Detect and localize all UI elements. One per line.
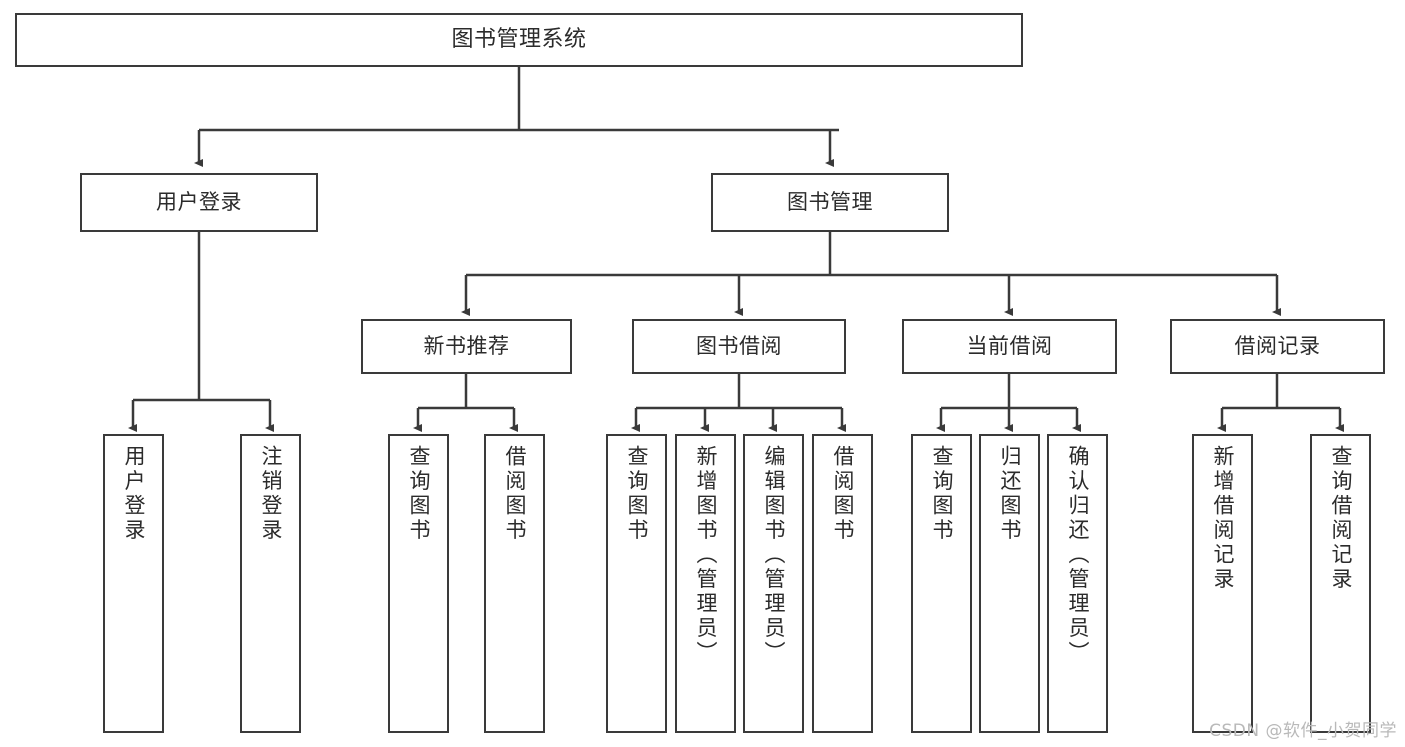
leaf-edit-book-admin[interactable]: 编辑图书（管理员） [743, 434, 804, 733]
node-label: 编辑图书（管理员） [762, 445, 786, 666]
node-new-book-recommend[interactable]: 新书推荐 [361, 319, 572, 374]
node-label: 借阅记录 [1234, 334, 1321, 359]
node-label: 用户登录 [156, 190, 242, 215]
leaf-confirm-return-admin[interactable]: 确认归还（管理员） [1047, 434, 1108, 733]
node-label: 查询图书 [625, 445, 649, 543]
watermark: CSDN @软件_小贺同学 [1209, 721, 1397, 741]
node-label: 图书管理系统 [451, 27, 587, 53]
node-label: 查询图书 [407, 445, 431, 543]
node-root-system[interactable]: 图书管理系统 [15, 13, 1023, 67]
node-label: 借阅图书 [503, 445, 527, 543]
leaf-user-login[interactable]: 用户登录 [103, 434, 164, 733]
node-current-borrow[interactable]: 当前借阅 [902, 319, 1117, 374]
leaf-borrow-book-recommend[interactable]: 借阅图书 [484, 434, 545, 733]
node-book-borrow[interactable]: 图书借阅 [632, 319, 846, 374]
node-label: 新增借阅记录 [1211, 445, 1235, 592]
node-label: 新书推荐 [423, 334, 510, 359]
node-label: 确认归还（管理员） [1066, 445, 1090, 666]
leaf-query-book-current[interactable]: 查询图书 [911, 434, 972, 733]
node-label: 归还图书 [998, 445, 1022, 543]
node-label: 新增图书（管理员） [694, 445, 718, 666]
leaf-logout[interactable]: 注销登录 [240, 434, 301, 733]
leaf-query-book-borrow[interactable]: 查询图书 [606, 434, 667, 733]
node-label: 查询借阅记录 [1329, 445, 1353, 592]
node-borrow-record[interactable]: 借阅记录 [1170, 319, 1385, 374]
node-label: 当前借阅 [966, 334, 1053, 359]
node-label: 注销登录 [259, 445, 283, 543]
leaf-query-borrow-record[interactable]: 查询借阅记录 [1310, 434, 1371, 733]
leaf-return-book[interactable]: 归还图书 [979, 434, 1040, 733]
node-label: 借阅图书 [831, 445, 855, 543]
node-user-login[interactable]: 用户登录 [80, 173, 318, 232]
node-label: 查询图书 [930, 445, 954, 543]
node-label: 用户登录 [122, 445, 146, 543]
leaf-query-book-recommend[interactable]: 查询图书 [388, 434, 449, 733]
leaf-borrow-book[interactable]: 借阅图书 [812, 434, 873, 733]
leaf-add-borrow-record[interactable]: 新增借阅记录 [1192, 434, 1253, 733]
node-label: 图书管理 [787, 190, 873, 215]
node-label: 图书借阅 [696, 334, 782, 359]
node-book-management[interactable]: 图书管理 [711, 173, 949, 232]
leaf-add-book-admin[interactable]: 新增图书（管理员） [675, 434, 736, 733]
